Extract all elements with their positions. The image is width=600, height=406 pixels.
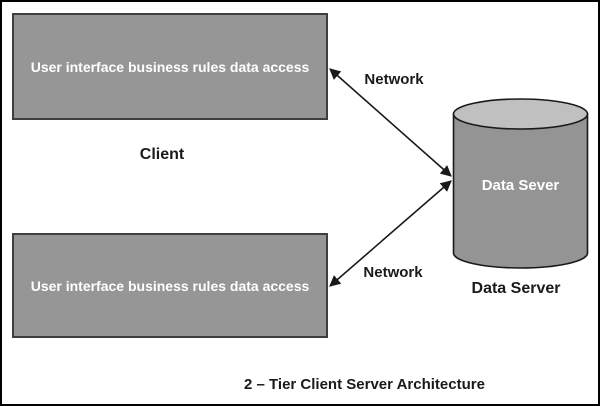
client-box-top-label: User interface business rules data acces…	[30, 58, 310, 75]
network-arrow-bottom	[329, 180, 452, 287]
database-caption: Data Server	[471, 280, 561, 297]
database-cylinder	[452, 98, 589, 269]
database-cylinder-body	[452, 113, 589, 269]
database-cylinder-label: Data Sever	[481, 177, 560, 194]
client-box-top: User interface business rules data acces…	[12, 13, 328, 120]
client-box-bottom: User interface business rules data acces…	[12, 233, 328, 338]
network-arrow-top	[329, 68, 452, 177]
database-cylinder-top	[452, 98, 589, 130]
client-box-bottom-label: User interface business rules data acces…	[30, 277, 310, 294]
client-caption: Client	[139, 146, 185, 163]
diagram-title: 2 – Tier Client Server Architecture	[244, 376, 485, 393]
network-label-top: Network	[364, 71, 424, 88]
network-label-bottom: Network	[363, 264, 423, 281]
